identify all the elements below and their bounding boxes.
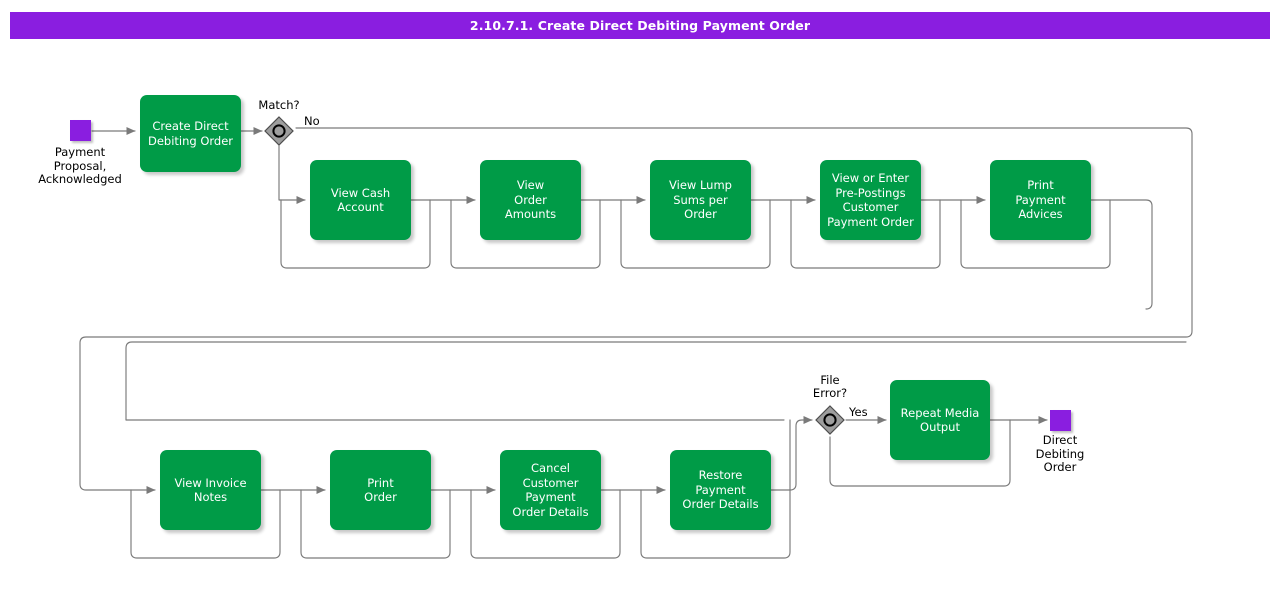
gateway-file-error-label: File Error?: [812, 373, 848, 400]
gateway-match-label: Match?: [258, 98, 300, 112]
task-label: View Cash Account: [330, 185, 391, 215]
task-cancel-customer-payment-order-details[interactable]: Cancel Customer Payment Order Details: [500, 450, 601, 530]
end-event-label: Direct Debiting Order: [1035, 433, 1085, 474]
task-label: View Lump Sums per Order: [669, 178, 732, 222]
task-print-order[interactable]: Print Order: [330, 450, 431, 530]
gateway-match-shape: [264, 116, 294, 146]
task-label: Cancel Customer Payment Order Details: [512, 461, 589, 519]
task-view-order-amounts[interactable]: View Order Amounts: [480, 160, 581, 240]
task-repeat-media-output[interactable]: Repeat Media Output: [890, 380, 990, 460]
task-view-lump-sums-per-order[interactable]: View Lump Sums per Order: [650, 160, 751, 240]
task-label: View or Enter Pre-Postings Customer Paym…: [827, 171, 914, 229]
task-restore-payment-order-details[interactable]: Restore Payment Order Details: [670, 450, 771, 530]
task-view-or-enter-pre-postings-customer-payment-order[interactable]: View or Enter Pre-Postings Customer Paym…: [820, 160, 921, 240]
flow-label-file-error-yes: Yes: [849, 405, 868, 419]
task-label: Print Order: [364, 475, 397, 505]
page-title-bar: 2.10.7.1. Create Direct Debiting Payment…: [10, 12, 1270, 39]
task-view-invoice-notes[interactable]: View Invoice Notes: [160, 450, 261, 530]
task-label: View Order Amounts: [504, 178, 557, 222]
task-label: View Invoice Notes: [174, 475, 247, 505]
gateway-file-error-shape: [815, 405, 845, 435]
task-create-direct-debiting-order[interactable]: Create Direct Debiting Order: [140, 95, 241, 172]
start-event[interactable]: [70, 120, 91, 141]
task-view-cash-account[interactable]: View Cash Account: [310, 160, 411, 240]
page-title: 2.10.7.1. Create Direct Debiting Payment…: [469, 18, 811, 33]
task-label: Print Payment Advices: [1015, 178, 1066, 222]
start-event-label: Payment Proposal, Acknowledged: [38, 145, 122, 186]
end-event[interactable]: [1050, 410, 1071, 431]
task-label: Create Direct Debiting Order: [147, 119, 234, 148]
task-print-payment-advices[interactable]: Print Payment Advices: [990, 160, 1091, 240]
flow-label-match-no: No: [304, 114, 320, 128]
task-label: Restore Payment Order Details: [682, 468, 759, 512]
task-label: Repeat Media Output: [900, 405, 980, 435]
